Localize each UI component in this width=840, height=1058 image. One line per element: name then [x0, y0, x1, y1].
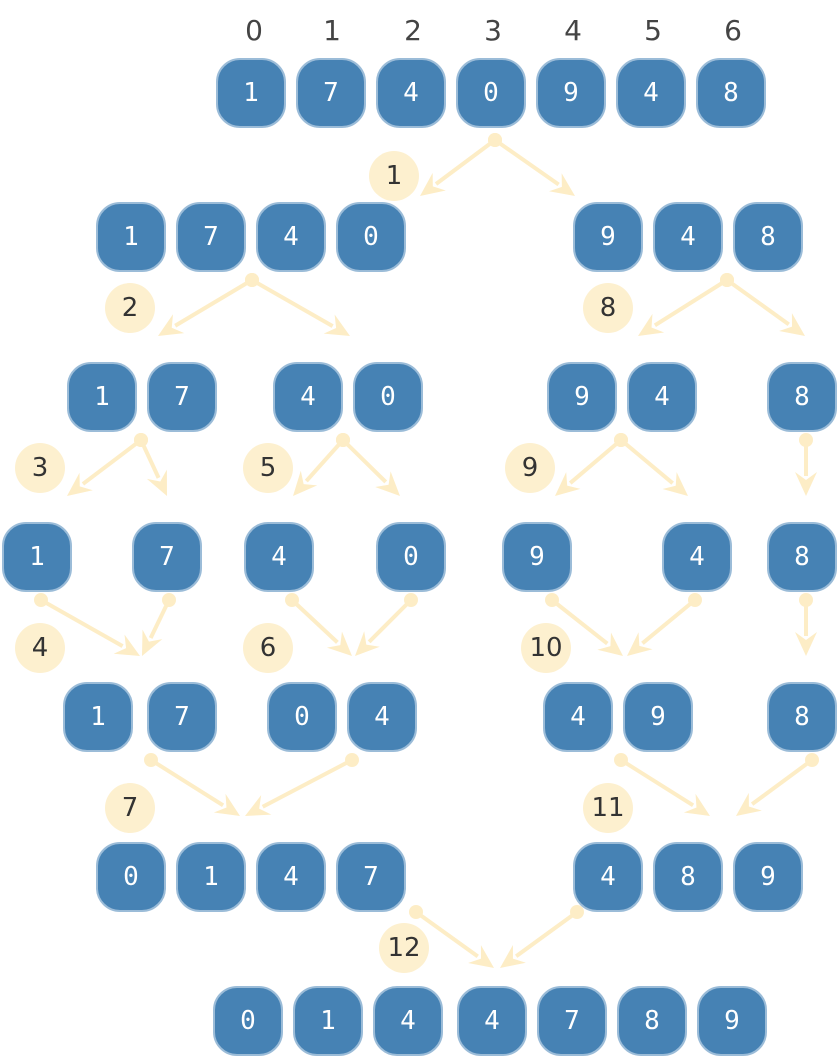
step-badge: 7 [105, 783, 155, 833]
arrow [144, 753, 240, 816]
arrow [500, 905, 584, 968]
array-cell: 9 [502, 522, 572, 592]
arrow [627, 593, 702, 656]
array-cell: 9 [573, 202, 643, 272]
array-cell: 7 [296, 58, 366, 128]
array-cell: 7 [132, 522, 202, 592]
array-cell: 9 [547, 362, 617, 432]
index-label: 5 [644, 14, 662, 47]
arrow [285, 593, 352, 656]
array-cell: 9 [697, 986, 767, 1056]
array-cell: 9 [733, 842, 803, 912]
arrow [355, 593, 418, 656]
arrow [614, 753, 710, 816]
index-label: 4 [564, 14, 582, 47]
array-cell: 8 [653, 842, 723, 912]
step-badge: 3 [15, 443, 65, 493]
array-cell: 1 [96, 202, 166, 272]
step-badge: 11 [583, 783, 633, 833]
step-badge: 5 [243, 443, 293, 493]
array-cell: 4 [573, 842, 643, 912]
arrow [34, 593, 140, 656]
array-cell: 8 [696, 58, 766, 128]
array-cell: 4 [376, 58, 446, 128]
array-cell: 4 [662, 522, 732, 592]
array-cell: 9 [623, 682, 693, 752]
arrow [638, 273, 734, 336]
arrow [736, 753, 819, 816]
array-cell: 8 [767, 362, 837, 432]
step-badge: 8 [583, 283, 633, 333]
array-cell: 0 [456, 58, 526, 128]
arrow [245, 273, 350, 336]
arrow [795, 433, 817, 496]
array-cell: 7 [147, 682, 217, 752]
index-label: 3 [484, 14, 502, 47]
arrow [795, 593, 817, 656]
array-cell: 4 [627, 362, 697, 432]
array-cell: 4 [244, 522, 314, 592]
step-badge: 1 [369, 151, 419, 201]
array-cell: 7 [147, 362, 217, 432]
arrow [720, 273, 805, 336]
step-badge: 10 [521, 623, 571, 673]
step-badge: 4 [15, 623, 65, 673]
arrow [488, 133, 575, 196]
step-badge: 12 [379, 923, 429, 973]
array-cell: 4 [256, 202, 326, 272]
index-label: 0 [245, 14, 263, 47]
array-cell: 4 [373, 986, 443, 1056]
array-cell: 4 [256, 842, 326, 912]
arrow [409, 905, 494, 968]
array-cell: 7 [537, 986, 607, 1056]
array-cell: 1 [63, 682, 133, 752]
array-cell: 8 [617, 986, 687, 1056]
arrow [545, 593, 623, 656]
array-cell: 0 [376, 522, 446, 592]
step-badge: 2 [105, 283, 155, 333]
array-cell: 0 [267, 682, 337, 752]
array-cell: 0 [213, 986, 283, 1056]
array-cell: 0 [353, 362, 423, 432]
arrow [614, 433, 688, 496]
arrow [142, 593, 176, 656]
step-badge: 9 [505, 443, 555, 493]
array-cell: 0 [336, 202, 406, 272]
array-cell: 4 [653, 202, 723, 272]
arrow [336, 433, 400, 496]
array-cell: 8 [767, 682, 837, 752]
array-cell: 1 [216, 58, 286, 128]
array-cell: 1 [67, 362, 137, 432]
arrow [158, 273, 259, 336]
step-badge: 6 [243, 623, 293, 673]
array-cell: 1 [176, 842, 246, 912]
arrow [245, 753, 359, 816]
array-cell: 8 [767, 522, 837, 592]
array-cell: 4 [273, 362, 343, 432]
array-cell: 7 [336, 842, 406, 912]
array-cell: 1 [2, 522, 72, 592]
array-cell: 4 [543, 682, 613, 752]
index-label: 1 [323, 14, 341, 47]
array-cell: 0 [96, 842, 166, 912]
index-label: 6 [724, 14, 742, 47]
index-label: 2 [404, 14, 422, 47]
array-cell: 7 [176, 202, 246, 272]
arrow [134, 433, 167, 496]
array-cell: 4 [457, 986, 527, 1056]
array-cell: 8 [733, 202, 803, 272]
array-cell: 4 [347, 682, 417, 752]
array-cell: 9 [536, 58, 606, 128]
array-cell: 1 [293, 986, 363, 1056]
array-cell: 4 [616, 58, 686, 128]
